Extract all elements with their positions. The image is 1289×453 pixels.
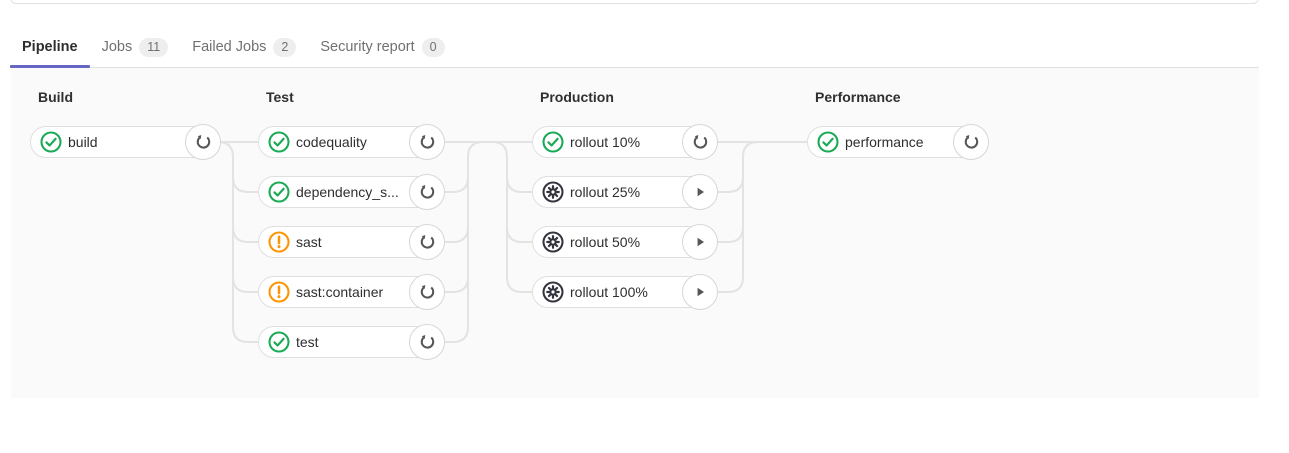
- retry-icon: [963, 134, 980, 151]
- stage-title: Production: [540, 89, 614, 105]
- job-label: rollout 25%: [570, 184, 641, 200]
- retry-job-button[interactable]: [409, 174, 445, 210]
- job-test[interactable]: test: [258, 324, 445, 360]
- retry-icon: [419, 234, 436, 251]
- job-sast-container[interactable]: sast:container: [258, 274, 445, 310]
- job-label: sast: [296, 234, 322, 250]
- pipeline-graph: Build build Test codequality dependency_…: [11, 68, 1259, 398]
- retry-icon: [419, 134, 436, 151]
- stage-jobs: build: [30, 124, 221, 160]
- job-build[interactable]: build: [30, 124, 221, 160]
- job-label: codequality: [296, 134, 367, 150]
- job-rollout-50-[interactable]: rollout 50%: [532, 224, 718, 260]
- tab-label: Pipeline: [22, 39, 78, 56]
- retry-icon: [419, 184, 436, 201]
- status-success-icon: [40, 131, 62, 153]
- retry-icon: [195, 134, 212, 151]
- job-label: dependency_s...: [296, 184, 399, 200]
- job-label: test: [296, 334, 319, 350]
- stage-title: Test: [266, 89, 294, 105]
- stage-jobs: rollout 10% rollout 25% rollout 50% roll…: [532, 124, 718, 310]
- job-rollout-10-[interactable]: rollout 10%: [532, 124, 718, 160]
- retry-job-button[interactable]: [409, 124, 445, 160]
- status-manual-icon: [542, 231, 564, 253]
- play-icon: [692, 234, 708, 250]
- job-rollout-25-[interactable]: rollout 25%: [532, 174, 718, 210]
- job-label: performance: [845, 134, 924, 150]
- stage-connector-lines: [217, 141, 807, 343]
- job-label: rollout 50%: [570, 234, 641, 250]
- play-job-button[interactable]: [682, 274, 718, 310]
- stage-production: Production rollout 10% rollout 25% rollo…: [532, 89, 718, 310]
- status-success-icon: [268, 181, 290, 203]
- play-job-button[interactable]: [682, 224, 718, 260]
- retry-job-button[interactable]: [953, 124, 989, 160]
- tab-security-report[interactable]: Security report 0: [308, 28, 456, 67]
- job-codequality[interactable]: codequality: [258, 124, 445, 160]
- status-manual-icon: [542, 181, 564, 203]
- status-success-icon: [268, 331, 290, 353]
- job-sast[interactable]: sast: [258, 224, 445, 260]
- retry-job-button[interactable]: [409, 274, 445, 310]
- stage-build: Build build: [30, 89, 221, 160]
- retry-icon: [419, 334, 436, 351]
- status-success-icon: [542, 131, 564, 153]
- tab-jobs[interactable]: Jobs 11: [90, 28, 181, 67]
- retry-icon: [419, 284, 436, 301]
- stage-performance: Performance performance: [807, 89, 989, 160]
- retry-job-button[interactable]: [409, 224, 445, 260]
- stage-jobs: codequality dependency_s... sast sast:co…: [258, 124, 445, 360]
- tab-count-badge: 11: [139, 38, 169, 57]
- retry-job-button[interactable]: [185, 124, 221, 160]
- job-label: sast:container: [296, 284, 384, 300]
- job-rollout-100-[interactable]: rollout 100%: [532, 274, 718, 310]
- tab-pipeline[interactable]: Pipeline: [10, 28, 90, 68]
- tab-count-badge: 0: [421, 38, 445, 57]
- status-success-icon: [268, 131, 290, 153]
- status-success-icon: [817, 131, 839, 153]
- tab-failed-jobs[interactable]: Failed Jobs 2: [180, 28, 308, 67]
- job-label: build: [68, 134, 98, 150]
- play-job-button[interactable]: [682, 174, 718, 210]
- retry-job-button[interactable]: [409, 324, 445, 360]
- job-label: rollout 100%: [570, 284, 648, 300]
- status-warning-icon: [268, 231, 290, 253]
- stage-test: Test codequality dependency_s... sast sa…: [258, 89, 445, 360]
- previous-card-edge: [10, 0, 1259, 4]
- job-performance[interactable]: performance: [807, 124, 989, 160]
- tab-label: Security report: [320, 39, 415, 56]
- job-label: rollout 10%: [570, 134, 641, 150]
- stage-jobs: performance: [807, 124, 989, 160]
- tab-label: Jobs: [101, 39, 133, 56]
- status-warning-icon: [268, 281, 290, 303]
- stage-title: Performance: [815, 89, 901, 105]
- job-dependency-s-[interactable]: dependency_s...: [258, 174, 445, 210]
- tab-label: Failed Jobs: [192, 39, 267, 56]
- play-icon: [692, 184, 708, 200]
- pipeline-tabs: Pipeline Jobs 11 Failed Jobs 2 Security …: [10, 28, 1259, 68]
- status-manual-icon: [542, 281, 564, 303]
- stage-title: Build: [38, 89, 73, 105]
- retry-icon: [692, 134, 709, 151]
- play-icon: [692, 284, 708, 300]
- retry-job-button[interactable]: [682, 124, 718, 160]
- tab-count-badge: 2: [273, 38, 297, 57]
